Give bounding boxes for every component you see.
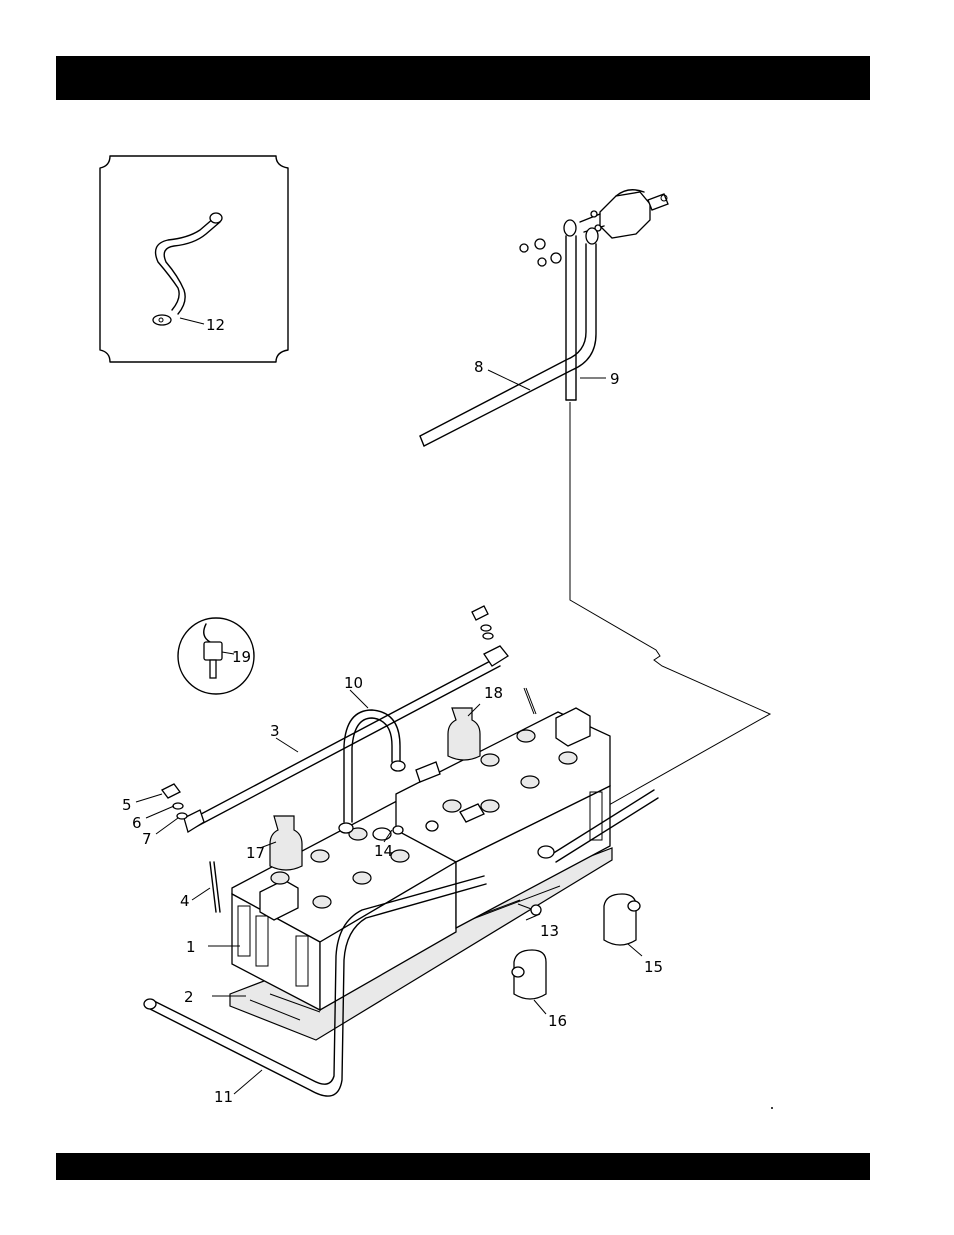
label-12: 12 bbox=[206, 316, 225, 334]
battery-switch bbox=[600, 192, 650, 238]
label-17: 17 bbox=[246, 844, 265, 862]
washer-icon bbox=[551, 253, 561, 263]
label-15: 15 bbox=[644, 958, 663, 976]
part-18-jar bbox=[448, 708, 480, 760]
label-18: 18 bbox=[484, 684, 503, 702]
label-4: 4 bbox=[180, 892, 190, 910]
batteries bbox=[230, 708, 612, 1040]
label-5: 5 bbox=[122, 796, 132, 814]
label-11: 11 bbox=[214, 1088, 233, 1106]
cable-8-lug bbox=[586, 228, 598, 244]
label-16: 16 bbox=[548, 1012, 567, 1030]
label-10: 10 bbox=[344, 674, 363, 692]
battery-switch-assembly bbox=[420, 190, 668, 446]
cable-12-top-lug bbox=[210, 213, 222, 223]
cable-12-bottom-lug bbox=[153, 315, 171, 325]
nut-icon bbox=[538, 258, 546, 266]
nut-icon bbox=[520, 244, 528, 252]
label-3: 3 bbox=[270, 722, 280, 740]
switch-handle bbox=[648, 194, 668, 210]
label-7: 7 bbox=[142, 830, 152, 848]
cable-9-lug bbox=[564, 220, 576, 236]
label-1: 1 bbox=[186, 938, 196, 956]
label-8: 8 bbox=[474, 358, 484, 376]
label-2: 2 bbox=[184, 988, 194, 1006]
part-17-jar bbox=[270, 816, 302, 870]
washer-icon bbox=[535, 239, 545, 249]
label-14: 14 bbox=[374, 842, 393, 860]
inset-cable-12 bbox=[100, 156, 288, 362]
label-6: 6 bbox=[132, 814, 142, 832]
label-13: 13 bbox=[540, 922, 559, 940]
label-19: 19 bbox=[232, 648, 251, 666]
label-9: 9 bbox=[610, 370, 620, 388]
